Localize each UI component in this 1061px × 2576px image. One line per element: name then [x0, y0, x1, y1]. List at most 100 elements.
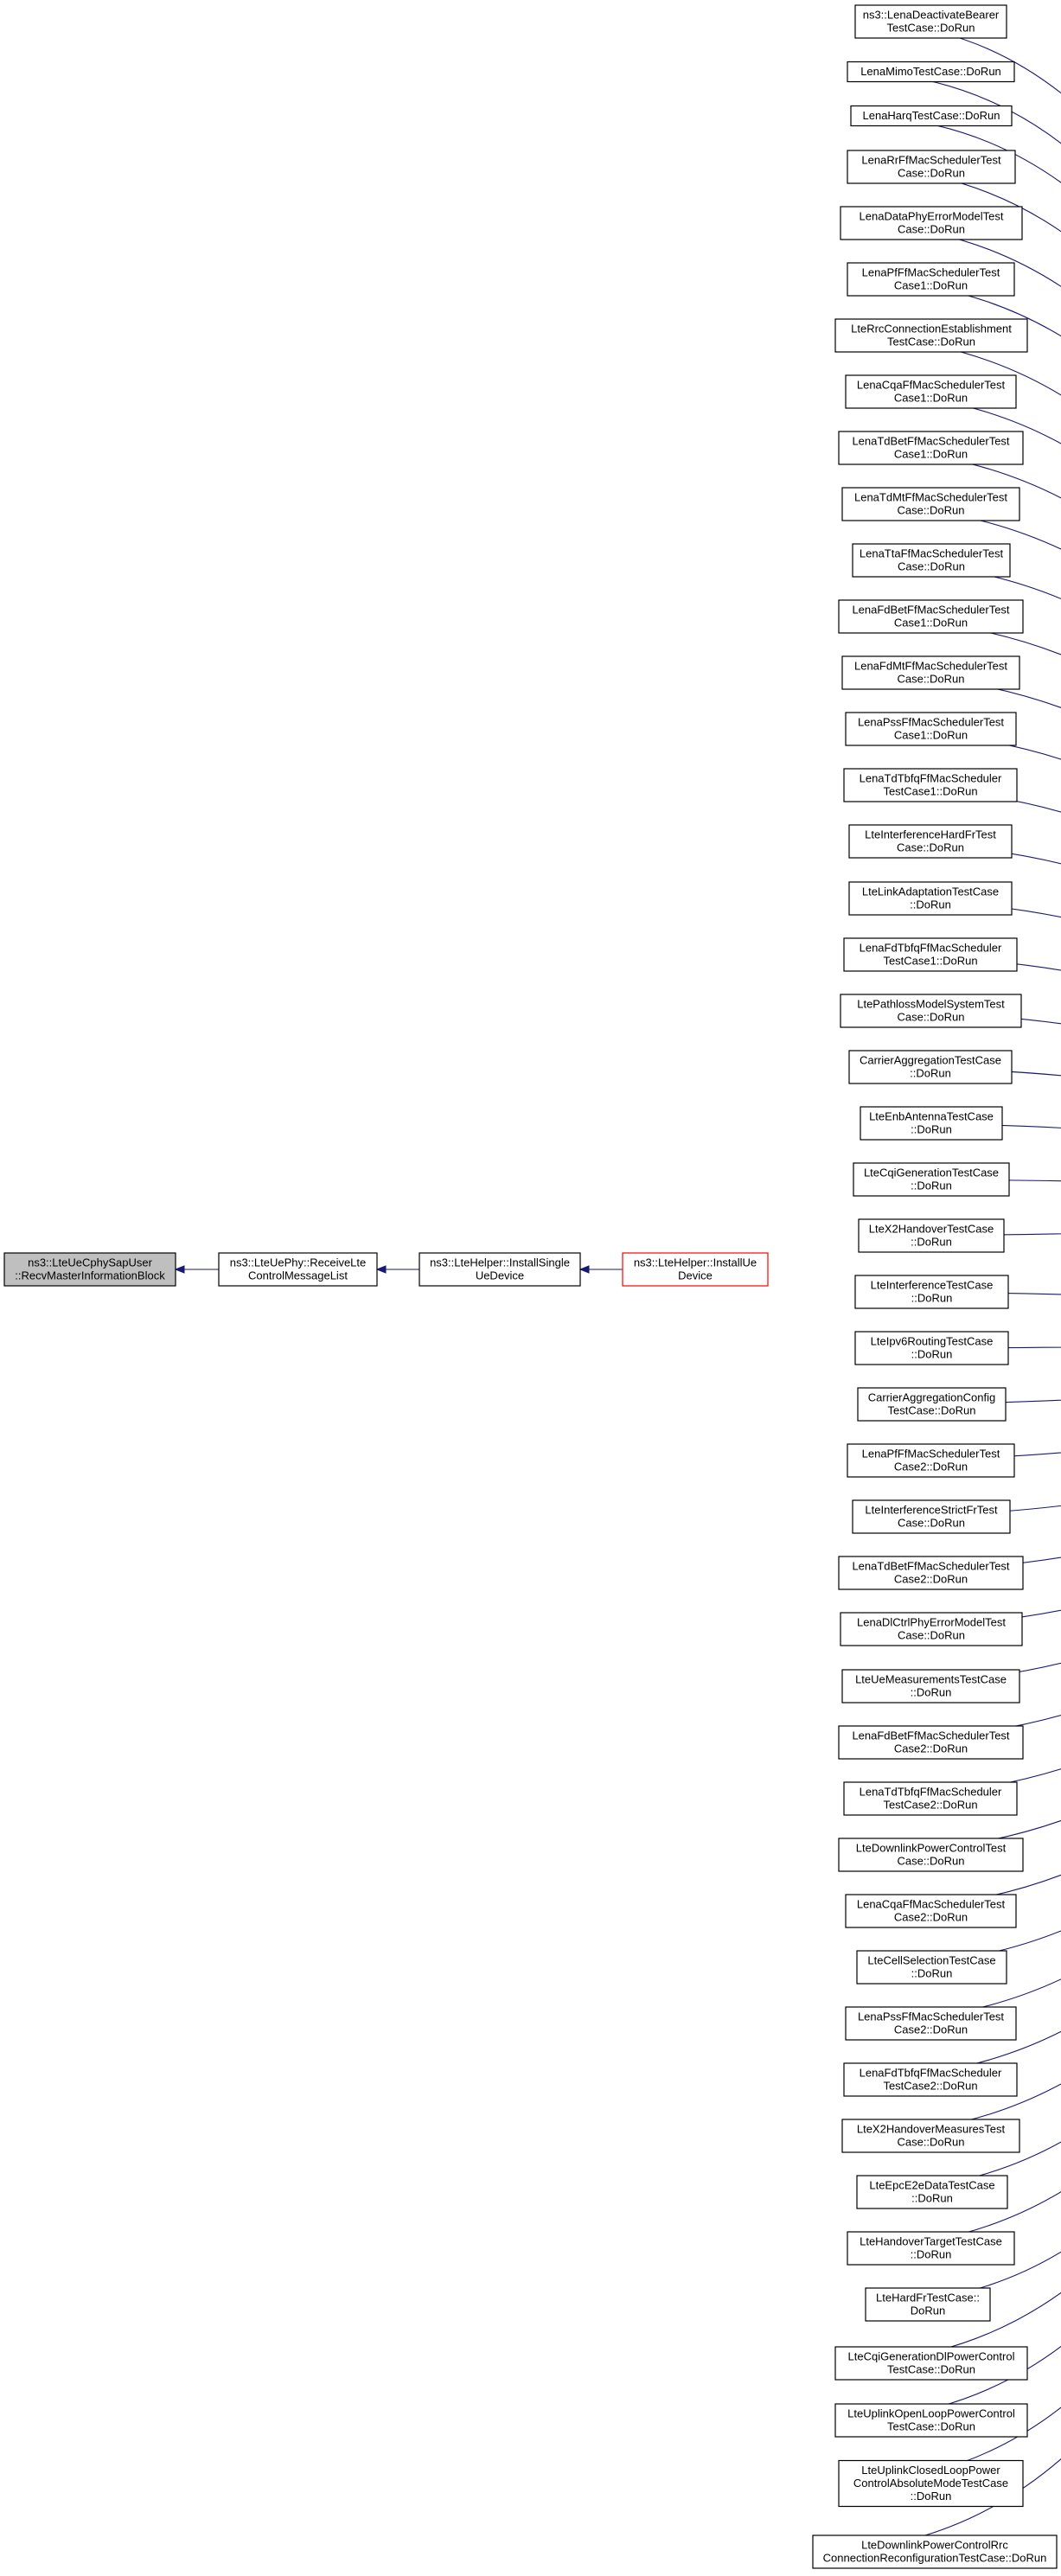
caller-node-14-label-line: LenaPssFfMacSchedulerTest	[858, 716, 1004, 729]
caller-node-19-box	[840, 994, 1022, 1028]
caller-edge	[845, 1978, 1061, 2024]
caller-node-42[interactable]: LteHardFrTestCase::DoRun	[865, 2287, 991, 2322]
caller-node-45-box	[838, 2459, 1024, 2508]
caller-node-2[interactable]: LenaMimoTestCase::DoRun	[847, 61, 1015, 83]
caller-node-21[interactable]: LteEnbAntennaTestCase::DoRun	[860, 1106, 1003, 1141]
caller-node-45-label-line: ControlAbsoluteModeTestCase	[853, 2477, 1008, 2490]
caller-edge	[834, 335, 1061, 396]
caller-node-17[interactable]: LteLinkAdaptationTestCase::DoRun	[848, 881, 1013, 916]
caller-node-26-label-line: TestCase::DoRun	[888, 1404, 976, 1417]
caller-node-23[interactable]: LteX2HandoverTestCase::DoRun	[858, 1218, 1005, 1253]
caller-node-43-label-line: TestCase::DoRun	[887, 2363, 975, 2376]
caller-edge	[847, 71, 1061, 144]
caller-node-36-box	[856, 1950, 1007, 1985]
caller-node-11-label-line: Case::DoRun	[898, 560, 965, 573]
caller-edge	[848, 898, 1061, 918]
caller-node-15-label-line: LenaTdTbfqFfMacScheduler	[860, 772, 1002, 785]
chain-node-1-box	[218, 1252, 378, 1287]
caller-node-8-label-line: Case1::DoRun	[894, 392, 968, 405]
caller-node-34-label-line: Case::DoRun	[897, 1855, 964, 1868]
caller-node-22[interactable]: LteCqiGenerationTestCase::DoRun	[853, 1162, 1010, 1197]
nodes-layer: ns3::LteUeCphySapUser::RecvMasterInforma…	[3, 4, 1058, 2569]
root-node[interactable]: ns3::LteUeCphySapUser::RecvMasterInforma…	[3, 1252, 176, 1287]
caller-node-17-label-line: LteLinkAdaptationTestCase	[862, 885, 999, 898]
caller-node-27-label-line: Case2::DoRun	[894, 1461, 968, 1473]
caller-node-37-label-line: LenaPssFfMacSchedulerTest	[858, 2010, 1004, 2023]
root-node-label-line: ns3::LteUeCphySapUser	[28, 1256, 152, 1269]
caller-node-10-label-line: LenaTdMtFfMacSchedulerTest	[854, 491, 1007, 504]
caller-node-43[interactable]: LteCqiGenerationDlPowerControlTestCase::…	[834, 2346, 1028, 2381]
caller-node-5-label-line: Case::DoRun	[898, 223, 965, 236]
caller-node-13-label-line: LenaFdMtFfMacSchedulerTest	[854, 660, 1007, 673]
caller-node-5-box	[840, 206, 1023, 240]
caller-node-3-label-line: LenaHarqTestCase::DoRun	[863, 109, 1000, 122]
caller-edge	[840, 1609, 1061, 1630]
caller-node-23-label-line: ::DoRun	[911, 1236, 952, 1249]
caller-edge	[838, 1819, 1061, 1856]
caller-node-37-label-line: Case2::DoRun	[894, 2023, 968, 2036]
caller-node-7-label-line: LteRrcConnectionEstablishment	[851, 323, 1012, 336]
chain-node-1-label-line: ControlMessageList	[248, 1269, 348, 1282]
caller-edge	[858, 1233, 1061, 1237]
caller-edge	[853, 1179, 1061, 1182]
caller-node-44[interactable]: LteUplinkOpenLoopPowerControlTestCase::D…	[834, 2403, 1028, 2438]
root-node-label-line: ::RecvMasterInformationBlock	[15, 1269, 165, 1282]
caller-node-4-label-line: LenaRrFfMacSchedulerTest	[861, 154, 1001, 167]
caller-node-46[interactable]: LteDownlinkPowerControlRrcConnectionReco…	[812, 2534, 1058, 2569]
caller-node-12-box	[838, 599, 1024, 634]
caller-node-30-label-line: Case::DoRun	[898, 1629, 965, 1642]
caller-node-44-label-line: LteUplinkOpenLoopPowerControl	[847, 2407, 1015, 2420]
caller-node-36[interactable]: LteCellSelectionTestCase::DoRun	[856, 1950, 1007, 1985]
caller-node-33-label-line: LenaTdTbfqFfMacScheduler	[860, 1786, 1002, 1799]
caller-node-41[interactable]: LteHandoverTargetTestCase::DoRun	[847, 2231, 1015, 2266]
caller-node-38-box	[843, 2062, 1018, 2097]
caller-node-38-label-line: TestCase2::DoRun	[883, 2080, 977, 2093]
caller-node-16-label-line: LteInterferenceHardFrTest	[865, 828, 996, 841]
caller-node-31[interactable]: LteUeMeasurementsTestCase::DoRun	[841, 1669, 1020, 1703]
caller-node-15-box	[843, 768, 1018, 802]
caller-node-24[interactable]: LteInterferenceTestCase::DoRun	[854, 1275, 1009, 1309]
chain-node-1[interactable]: ns3::LteUePhy::ReceiveLteControlMessageL…	[218, 1252, 378, 1287]
caller-node-45[interactable]: LteUplinkClosedLoopPowerControlAbsoluteM…	[838, 2459, 1024, 2508]
caller-node-40[interactable]: LteEpcE2eDataTestCase::DoRun	[856, 2175, 1008, 2209]
caller-node-12-label-line: Case1::DoRun	[894, 617, 968, 630]
caller-node-3[interactable]: LenaHarqTestCase::DoRun	[850, 105, 1013, 127]
caller-node-25[interactable]: LteIpv6RoutingTestCase::DoRun	[854, 1331, 1009, 1365]
caller-node-7[interactable]: LteRrcConnectionEstablishmentTestCase::D…	[834, 318, 1028, 353]
caller-node-7-box	[834, 318, 1028, 353]
caller-node-40-label-line: LteEpcE2eDataTestCase	[869, 2179, 994, 2192]
caller-node-20[interactable]: CarrierAggregationTestCase::DoRun	[848, 1050, 1013, 1084]
caller-node-12-label-line: LenaFdBetFfMacSchedulerTest	[852, 604, 1009, 617]
root-node-box	[3, 1252, 176, 1287]
caller-node-3-box	[850, 105, 1013, 127]
